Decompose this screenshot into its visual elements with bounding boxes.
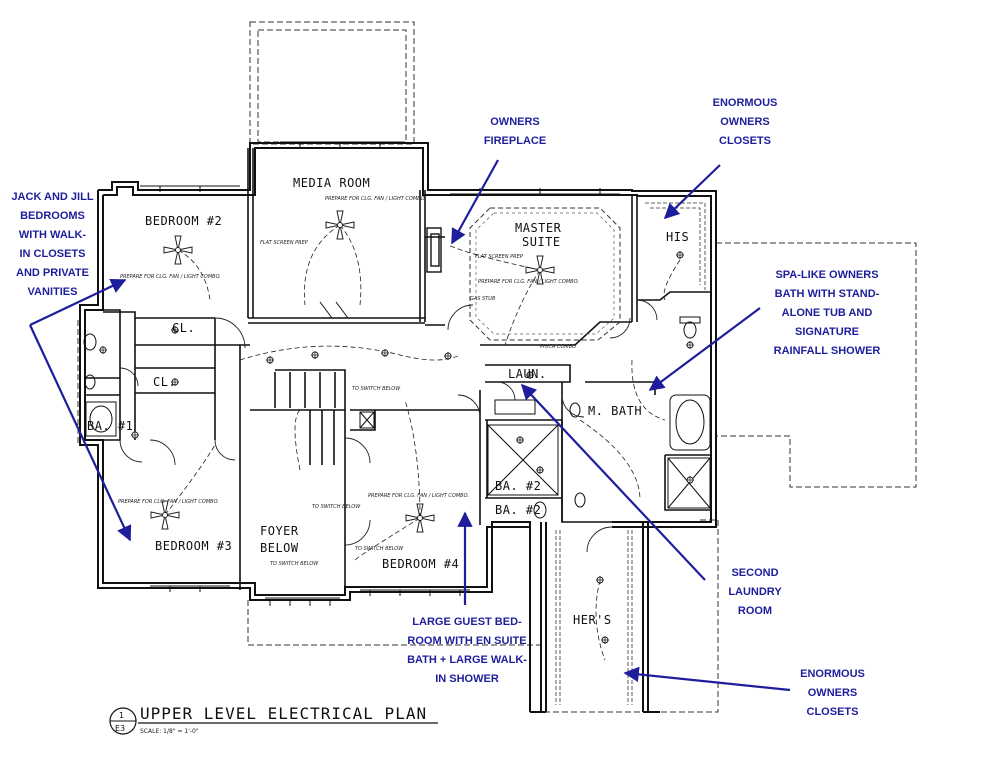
room-label-media: MEDIA ROOM [293,176,370,190]
room-label-bedroom3: BEDROOM #3 [155,539,232,553]
plan-sheet-number: 1 [119,711,124,720]
note-flat-screen-media: FLAT SCREEN PREP [260,240,308,246]
annotation-owners-closets-bottom: ENORMOUS OWNERS CLOSETS [800,668,865,718]
room-label-closet-2: CL. [153,375,176,389]
plan-scale: SCALE: 1/8" = 1'-0" [140,728,199,735]
closet-shelves-hers [555,530,633,705]
annotation-jack-and-jill: JACK AND JILL BEDROOMS WITH WALK- IN CLO… [11,191,94,298]
fixtures [83,316,711,519]
annotation-owners-closets-top: ENORMOUS OWNERS CLOSETS [712,97,778,147]
annotation-guest-bedroom: LARGE GUEST BED- ROOM WITH EN SUITE BATH… [407,616,527,685]
room-label-bath1: BA. #1 [87,419,133,433]
note-fan-bedroom4: PREPARE FOR CLG. FAN / LIGHT COMBO. [368,493,469,499]
closet-shelves-his [645,202,706,290]
room-label-bedroom4: BEDROOM #4 [382,557,459,571]
note-switch-below-4: TO SWITCH BELOW [352,386,401,392]
room-label-bedroom2: BEDROOM #2 [145,214,222,228]
room-label-laundry: LAUN. [508,367,547,381]
dashed-outlines [77,21,917,713]
light-fixtures [98,250,695,645]
room-label-bath2-a: BA. #2 [495,479,541,493]
note-phcg: PH/CA COMBO [540,344,576,350]
room-label-master-2: SUITE [522,235,561,249]
room-label-closet-1: CL. [172,321,195,335]
wiring-arcs [164,224,681,661]
room-label-bath2-b: BA. #2 [495,503,541,517]
interior-walls [85,148,711,590]
tray-ceiling [469,207,621,341]
room-label-hers: HER'S [573,613,612,627]
note-switch-below-3: TO SWITCH BELOW [270,561,319,567]
annotation-arrows [29,159,791,692]
room-label-his: HIS [666,230,689,244]
annotation-spa-bath: SPA-LIKE OWNERS BATH WITH STAND- ALONE T… [773,269,881,357]
ceiling-fan-bedroom3-icon [150,500,180,530]
note-fan-media: PREPARE FOR CLG. FAN / LIGHT COMBO. [325,196,426,202]
plan-sheet-id: E3 [115,724,125,733]
annotation-owners-fireplace: OWNERS FIREPLACE [483,116,547,147]
window-marks [140,141,620,606]
annotation-second-laundry: SECOND LAUNDRY ROOM [728,567,782,617]
note-gas-stub: GAS STUB [470,296,496,302]
plan-title: UPPER LEVEL ELECTRICAL PLAN [140,704,427,723]
plan-title-block: 1 E3 UPPER LEVEL ELECTRICAL PLAN SCALE: … [109,704,438,735]
note-flat-screen-master: FLAT SCREEN PREP [475,254,523,260]
note-switch-below-2: TO SWITCH BELOW [355,546,404,552]
room-label-foyer-2: BELOW [260,541,299,555]
note-switch-below-1: TO SWITCH BELOW [312,504,361,510]
note-fan-bedroom3: PREPARE FOR CLG. FAN / LIGHT COMBO. [118,499,219,505]
room-label-master-bath: M. BATH [588,404,642,418]
room-label-foyer-1: FOYER [260,524,299,538]
fireplace [426,227,442,273]
ceiling-fan-bedroom2-icon [163,235,193,265]
ceiling-fan-media-icon [325,210,355,240]
note-fan-bedroom2: PREPARE FOR CLG. FAN / LIGHT COMBO. [120,274,221,280]
room-label-master-1: MASTER [515,221,562,235]
door-swings [119,299,658,553]
note-fan-master: PREPARE FOR CLG. FAN / LIGHT COMBO. [478,279,579,285]
